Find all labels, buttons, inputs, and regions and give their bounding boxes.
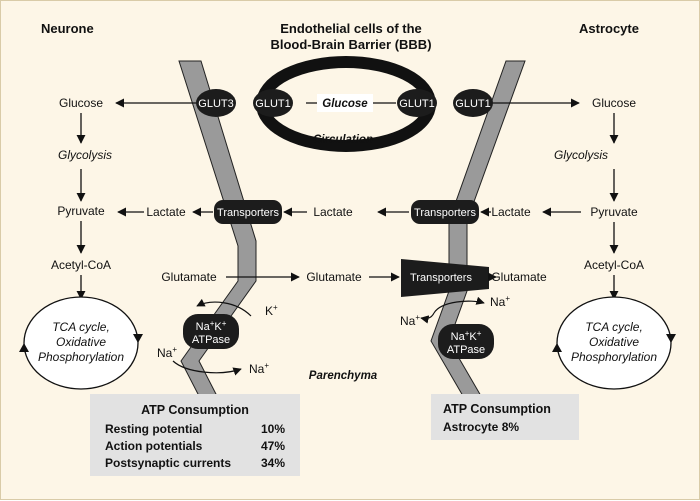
circulation-label: Circulation [313, 134, 373, 146]
glut1-right-label: GLUT1 [399, 98, 434, 110]
neurone-na-arc [172, 360, 242, 376]
astrocyte-tca-line3: Phosphorylation [571, 350, 657, 364]
neurone-k-plus: K+ [265, 303, 278, 318]
neurone-acetyl-coa: Acetyl-CoA [51, 258, 111, 272]
astrocyte-lactate: Lactate [491, 205, 531, 219]
astro-na-in-arc [433, 296, 485, 314]
astro-na-plus-1: Na+ [490, 294, 510, 309]
glut1-right-transporter [397, 89, 437, 117]
bbb-header-line1: Endothelial cells of the [280, 21, 422, 36]
astrocyte-na-k-atpase [438, 324, 494, 359]
glucose-label-bg [317, 94, 373, 112]
astro-na-out-arc [420, 312, 435, 324]
astrocyte-atpase-label: ATPase [447, 344, 485, 356]
glut3-transporter [196, 89, 236, 117]
left-transporter-label: Transporters [217, 207, 279, 219]
atp-neurone-row-1-label: Resting potential [105, 422, 202, 436]
astrocyte-tca-arrowhead-right [666, 334, 676, 343]
astro-na-plus-2: Na+ [400, 313, 420, 328]
atp-neurone-row-3-label: Postsynaptic currents [105, 456, 231, 470]
neurone-lactate: Lactate [146, 205, 186, 219]
glutamate-transporter [401, 259, 489, 297]
neurone-k-arc [196, 298, 252, 317]
astrocyte-header: Astrocyte [579, 21, 639, 36]
glut1-left-transporter [253, 89, 293, 117]
astrocyte-glycolysis: Glycolysis [554, 148, 608, 162]
glut1-left-label: GLUT1 [255, 98, 290, 110]
neurone-tca-arrowhead-left [19, 343, 29, 352]
neurone-atpase-ions: Na+K+ [196, 319, 227, 333]
astrocyte-pyruvate: Pyruvate [590, 205, 638, 219]
neurone-header: Neurone [41, 21, 94, 36]
astrocyte-glutamate: Glutamate [491, 270, 547, 284]
neurone-glutamate: Glutamate [161, 270, 217, 284]
neurone-tca-arrowhead-right [133, 334, 143, 343]
neurone-tca-line3: Phosphorylation [38, 350, 124, 364]
middle-glutamate: Glutamate [306, 270, 362, 284]
atp-neurone-title: ATP Consumption [141, 403, 249, 417]
astrocyte-atpase-ions: Na+K+ [451, 329, 482, 343]
glut1-astro-label: GLUT1 [455, 98, 490, 110]
parenchyma-label: Parenchyma [309, 370, 378, 382]
astrocyte-tca-line2: Oxidative [589, 335, 639, 349]
neurone-glucose: Glucose [59, 96, 103, 110]
circulation-glucose-label: Glucose [322, 98, 368, 110]
neurone-na-plus-2: Na+ [249, 361, 269, 376]
atp-neurone-row-1-value: 10% [261, 422, 285, 436]
atp-astrocyte-box [431, 394, 579, 440]
atp-astrocyte-title: ATP Consumption [443, 402, 551, 416]
glutamate-transporter-label: Transporters [410, 272, 472, 284]
neurone-glycolysis: Glycolysis [58, 148, 112, 162]
astrocyte-acetyl-coa: Acetyl-CoA [584, 258, 644, 272]
astrocyte-glucose: Glucose [592, 96, 636, 110]
atp-neurone-box [90, 394, 300, 476]
atp-neurone-row-2-value: 47% [261, 439, 285, 453]
neurone-atpase-label: ATPase [192, 334, 230, 346]
neurone-tca-line1: TCA cycle, [52, 320, 110, 334]
middle-lactate: Lactate [313, 205, 353, 219]
left-lactate-transporter [214, 200, 282, 224]
atp-astrocyte-line: Astrocyte 8% [443, 420, 519, 434]
neurone-na-k-atpase [183, 314, 239, 349]
atp-neurone-row-2-label: Action potentials [105, 439, 203, 453]
neurone-na-plus-1: Na+ [157, 345, 177, 360]
neurone-tca-line2: Oxidative [56, 335, 106, 349]
glut1-astro-transporter [453, 89, 493, 117]
neurone-pyruvate: Pyruvate [57, 204, 105, 218]
right-transporter-label: Transporters [414, 207, 476, 219]
astrocyte-tca-line1: TCA cycle, [585, 320, 643, 334]
glut3-label: GLUT3 [198, 98, 233, 110]
bbb-header-line2: Blood-Brain Barrier (BBB) [270, 37, 431, 52]
astrocyte-tca-arrowhead-left [552, 343, 562, 352]
right-lactate-transporter [411, 200, 479, 224]
atp-neurone-row-3-value: 34% [261, 456, 285, 470]
